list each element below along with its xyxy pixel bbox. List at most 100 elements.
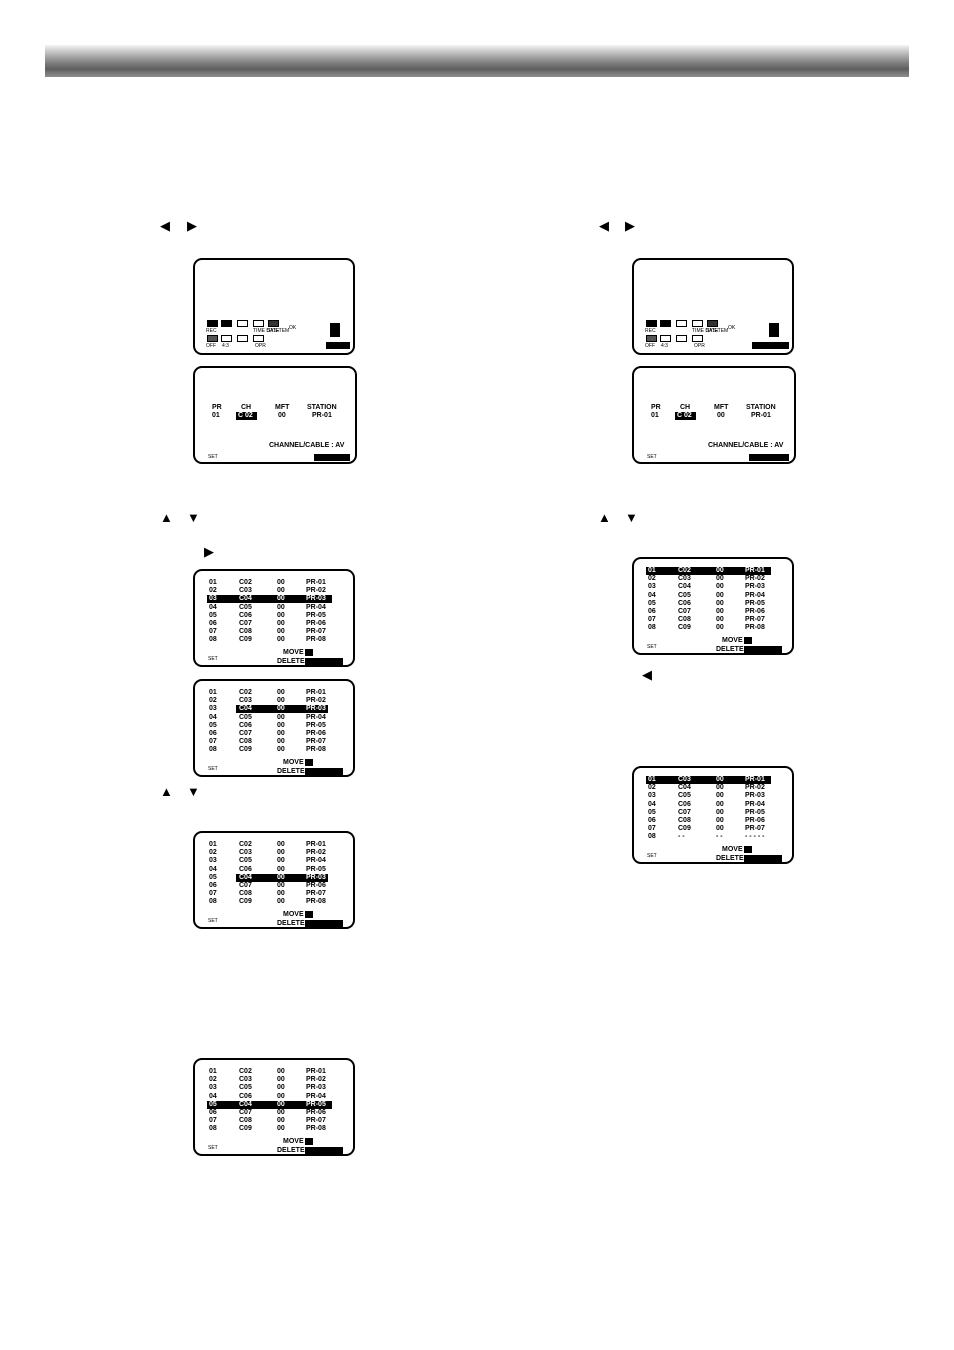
col-pr: PR	[212, 404, 222, 411]
table-cell: PR-01	[306, 841, 326, 848]
table-cell: PR-03	[306, 705, 326, 713]
setup-label: TIME DATE	[253, 328, 280, 334]
setup-menu-screen-right: REC TIME DATE SYS-TEM OK OFF 4:3 OPR	[632, 258, 794, 355]
delete-keys-icon	[744, 646, 782, 653]
table-cell: PR-08	[306, 1125, 326, 1133]
table-cell: C08	[239, 738, 252, 746]
setup-label: TIME DATE	[692, 328, 719, 334]
table-cell: 00	[277, 603, 285, 611]
table-cell: 02	[209, 587, 217, 595]
table-cell: PR-07	[306, 1117, 326, 1125]
table-cell: 00	[716, 776, 724, 783]
table-cell: 04	[209, 865, 217, 873]
table-cell: 00	[277, 730, 285, 737]
table-cell: 00	[277, 1076, 285, 1084]
table-cell: 00	[277, 746, 285, 754]
table-cell: PR-02	[306, 587, 326, 595]
table-cell: 06	[209, 1109, 217, 1116]
tv-icon	[207, 335, 218, 342]
channel-icon	[221, 320, 232, 327]
table-cell: C04	[239, 873, 252, 881]
move-label: MOVE :	[722, 846, 747, 853]
table-cell: 03	[648, 792, 656, 800]
table-cell: C09	[239, 1125, 252, 1133]
table-cell: PR-02	[745, 784, 765, 792]
setup-label: OFF	[206, 343, 216, 349]
table-cell: - - - - -	[745, 833, 765, 841]
delete-keys-icon	[305, 658, 343, 665]
up-arrow-icon: ▲	[160, 784, 173, 799]
pr-value: 01	[651, 412, 659, 419]
table-cell: 06	[209, 620, 217, 627]
table-cell: 03	[648, 583, 656, 591]
table-cell: 00	[716, 792, 724, 800]
table-cell: PR-01	[306, 1068, 326, 1075]
table-cell: 00	[277, 611, 285, 619]
mode-label: CHANNEL/CABLE : AV	[269, 442, 345, 449]
table-cell: 07	[648, 825, 656, 833]
nav-keys	[749, 454, 789, 461]
table-cell: C08	[239, 628, 252, 636]
setup-label: SYS-TEM	[267, 328, 290, 334]
move-label: MOVE :	[283, 911, 308, 918]
setup-label: OK	[289, 325, 297, 331]
table-cell: 00	[277, 636, 285, 644]
table-cell: C05	[239, 1084, 252, 1092]
timer-icon	[692, 320, 703, 327]
table-cell: 00	[277, 873, 285, 881]
table-cell: C05	[239, 603, 252, 611]
move-key-icon	[305, 1138, 313, 1145]
table-cell: 00	[277, 1084, 285, 1092]
table-cell: 05	[209, 611, 217, 619]
table-cell: 00	[277, 890, 285, 898]
table-cell: 00	[277, 620, 285, 627]
move-label: MOVE :	[283, 649, 308, 656]
reset-icon: SET	[208, 454, 218, 460]
reset-icon: SET	[207, 759, 221, 772]
table-cell: C06	[239, 721, 252, 729]
table-cell: PR-08	[306, 746, 326, 754]
table-cell: PR-06	[306, 1109, 326, 1116]
tuning-icon	[769, 323, 779, 337]
table-cell: C04	[239, 705, 252, 713]
table-cell: C02	[239, 841, 252, 848]
station-value: PR-01	[751, 412, 771, 419]
delete-keys-icon	[305, 1147, 343, 1154]
setup-label: 4:3	[222, 343, 229, 349]
video-icon	[237, 335, 248, 342]
table-cell: 05	[209, 873, 217, 881]
table-cell: PR-08	[306, 636, 326, 644]
table-cell: 07	[648, 616, 656, 624]
nav-keys	[314, 454, 350, 461]
table-cell: PR-04	[745, 591, 765, 599]
reset-icon: SET	[207, 649, 221, 662]
table-cell: 06	[209, 730, 217, 737]
move-label: MOVE :	[283, 759, 308, 766]
mft-value: 00	[278, 412, 286, 419]
table-cell: 01	[209, 689, 217, 696]
table-cell: C07	[678, 608, 691, 615]
table-cell: 07	[209, 1117, 217, 1125]
table-cell: 00	[277, 587, 285, 595]
table-cell: 00	[277, 738, 285, 746]
nav-keys	[752, 342, 789, 349]
channel-screen-right: PR CH MFT STATION 01 C 02 00 PR-01 CHANN…	[632, 366, 796, 464]
delete-label: DELETE :	[716, 855, 748, 862]
col-station: STATION	[307, 404, 337, 411]
down-arrow-icon: ▼	[625, 510, 638, 525]
table-cell: 00	[277, 849, 285, 857]
move-key-icon	[744, 637, 752, 644]
move-key-icon	[305, 911, 313, 918]
table-cell: 03	[209, 595, 217, 603]
table-cell: PR-01	[745, 776, 765, 783]
table-cell: 00	[716, 575, 724, 583]
table-cell: C03	[239, 849, 252, 857]
table-cell: 04	[648, 591, 656, 599]
channel-icon	[660, 320, 671, 327]
setup-label: OPR	[255, 343, 266, 349]
table-cell: PR-06	[745, 817, 765, 824]
table-cell: 02	[209, 849, 217, 857]
